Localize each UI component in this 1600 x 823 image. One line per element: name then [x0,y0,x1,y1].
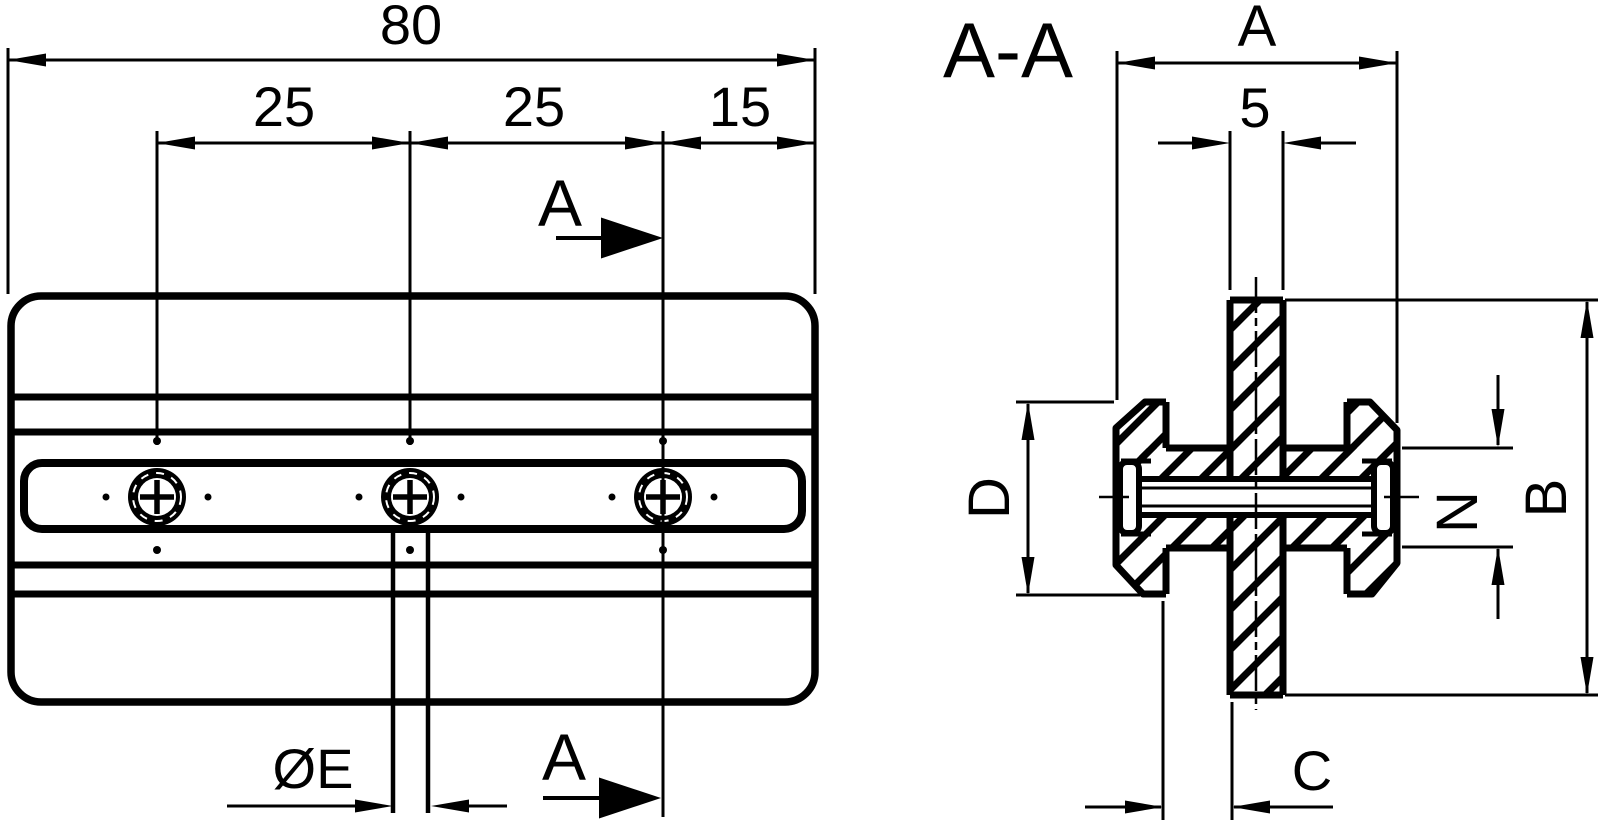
hole-projection-lines [390,531,431,813]
dim-hole-diameter: ØE [227,737,507,813]
screw-hole [128,468,186,526]
arrowhead-right-icon [1125,800,1163,814]
dim-flange-height: D [957,400,1140,597]
dim-pitch-left: 25 [157,75,410,150]
dim-label-pitch-left: 25 [253,75,315,138]
front-view: 80 25 25 15 ØE [6,0,819,819]
dim-label-offset: C [1292,739,1332,802]
dim-overall-width: A [1115,0,1399,423]
section-arrow-bottom: A [542,720,661,819]
arrowhead-right-icon [372,136,410,150]
arrowhead-right-icon [1359,56,1397,70]
arrowhead-left-icon [8,53,46,67]
profile-groove-lines [11,393,815,598]
center-lines [1099,277,1419,710]
arrowhead-left-icon [663,136,701,150]
arrowhead-up-icon [1021,402,1035,440]
dim-tongue-width: 5 [1158,76,1356,290]
dim-end-offset: 15 [663,75,815,150]
extension-lines [6,48,817,445]
arrowhead-left-icon [157,136,195,150]
arrowhead-up-icon [1580,300,1594,338]
arrowhead-right-icon [777,53,815,67]
arrowhead-left-icon [1117,56,1155,70]
screw-hole [381,468,439,526]
section-arrowhead-icon [601,217,663,259]
dim-label-overall-height: B [1514,479,1579,518]
dim-label-end-offset: 15 [709,75,771,138]
dim-label-flange-height: D [957,477,1022,519]
dim-label-hole-diameter: ØE [273,737,354,800]
dim-offset: C [1085,601,1333,820]
arrowhead-left-icon [1232,800,1270,814]
arrowhead-left-icon [410,136,448,150]
arrowhead-left-icon [1283,136,1321,150]
dim-pitch-right: 25 [410,75,663,150]
dim-label-groove-height: N [1425,491,1490,533]
dim-label-total-length: 80 [380,0,442,56]
arrowhead-down-icon [1491,409,1505,447]
arrowhead-left-icon [431,799,469,813]
section-view-title: A-A [943,6,1073,94]
section-label-top: A [538,166,582,240]
arrowhead-down-icon [1021,557,1035,595]
section-view: A 5 D N [943,0,1598,820]
section-arrowhead-icon [599,777,661,819]
arrowhead-up-icon [1491,547,1505,585]
dim-label-pitch-right: 25 [503,75,565,138]
dim-label-overall-width: A [1238,0,1277,59]
dim-total-length: 80 [8,0,815,67]
dim-groove-height: N [1402,375,1513,619]
arrowhead-right-icon [1192,136,1230,150]
section-arrow-top: A [538,166,663,259]
arrowhead-right-icon [777,136,815,150]
arrowhead-right-icon [625,136,663,150]
dim-label-tongue-width: 5 [1239,76,1270,139]
arrowhead-down-icon [1580,657,1594,695]
arrowhead-right-icon [355,799,393,813]
section-label-bottom: A [542,720,586,794]
dim-overall-height: B [1285,298,1598,697]
